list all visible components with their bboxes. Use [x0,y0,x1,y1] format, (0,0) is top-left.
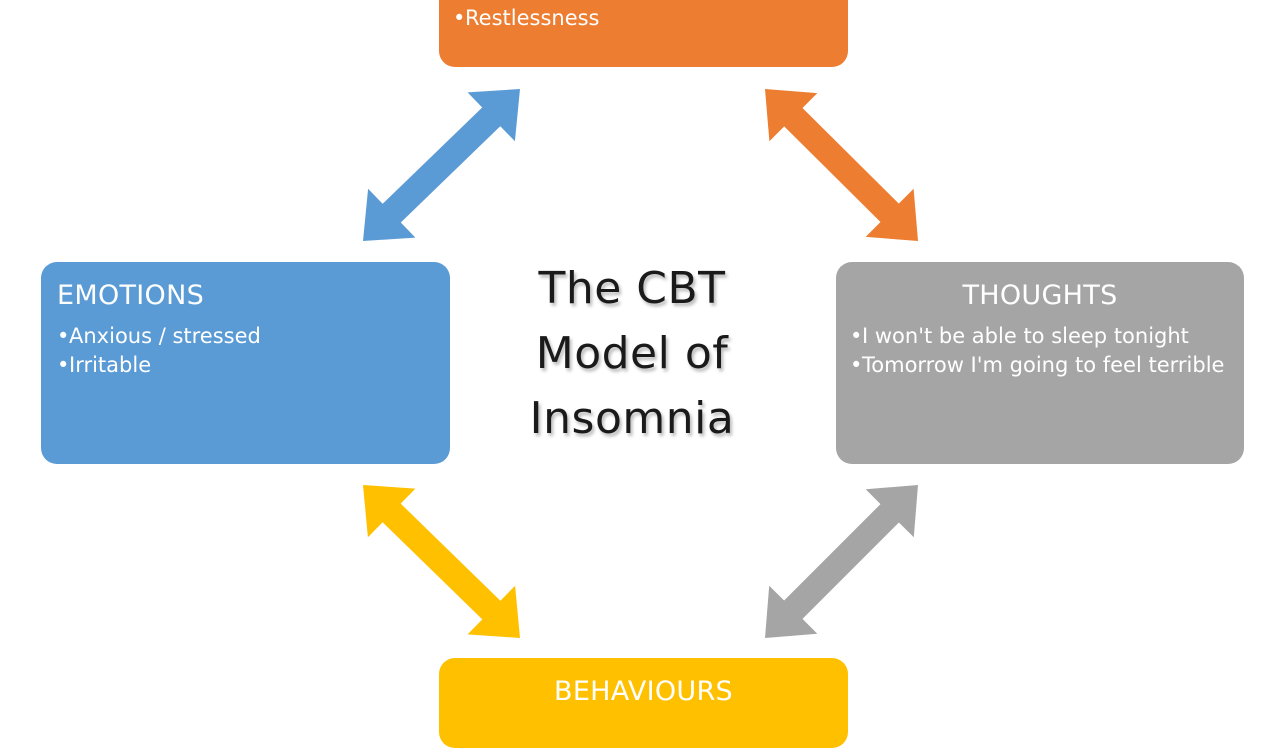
emotions-bullet: Irritable [57,351,436,380]
arrow-physical-emotions [363,89,520,241]
thoughts-box: THOUGHTS I won't be able to sleep tonigh… [836,262,1244,464]
emotions-box: EMOTIONS Anxious / stressed Irritable [41,262,450,464]
thoughts-bullet: Tomorrow I'm going to feel terrible [850,351,1230,380]
arrow-emotions-behaviours [363,485,520,638]
center-title: The CBT Model of Insomnia [482,256,782,451]
physical-box: Restlessness [439,0,848,67]
physical-bullet: Restlessness [453,4,848,33]
emotions-bullet: Anxious / stressed [57,322,436,351]
arrow-thoughts-behaviours [765,485,918,638]
thoughts-title: THOUGHTS [962,280,1118,311]
behaviours-title: BEHAVIOURS [554,676,733,707]
center-title-line: The CBT [538,263,726,314]
thoughts-bullet: I won't be able to sleep tonight [850,322,1230,351]
arrow-physical-thoughts [765,89,918,241]
cycle-arrows [363,89,918,638]
emotions-title: EMOTIONS [57,280,205,311]
center-title-line: Model of [535,328,729,379]
behaviours-box: BEHAVIOURS [439,658,848,748]
center-title-line: Insomnia [529,393,735,444]
